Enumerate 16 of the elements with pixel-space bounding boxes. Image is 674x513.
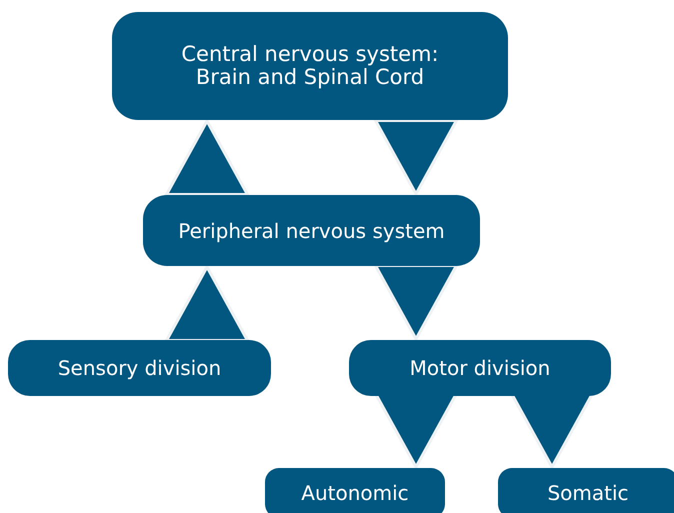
box-label: Sensory division (58, 357, 222, 379)
rounded-box (265, 468, 445, 513)
arrow (374, 119, 458, 196)
box-label: Autonomic (301, 482, 409, 504)
box-label: Motor division (410, 357, 550, 379)
rounded-box (8, 340, 271, 396)
arrow (374, 264, 458, 340)
box-label: Somatic (547, 482, 629, 504)
box-label: Peripheral nervous system (178, 220, 445, 242)
arrow (165, 120, 249, 196)
rounded-box (349, 340, 611, 396)
rounded-box (498, 468, 674, 513)
rounded-box (112, 12, 508, 120)
box-label: Central nervous system: Brain and Spinal Cord (180, 42, 440, 90)
arrow (165, 266, 249, 342)
rounded-box (143, 195, 480, 266)
